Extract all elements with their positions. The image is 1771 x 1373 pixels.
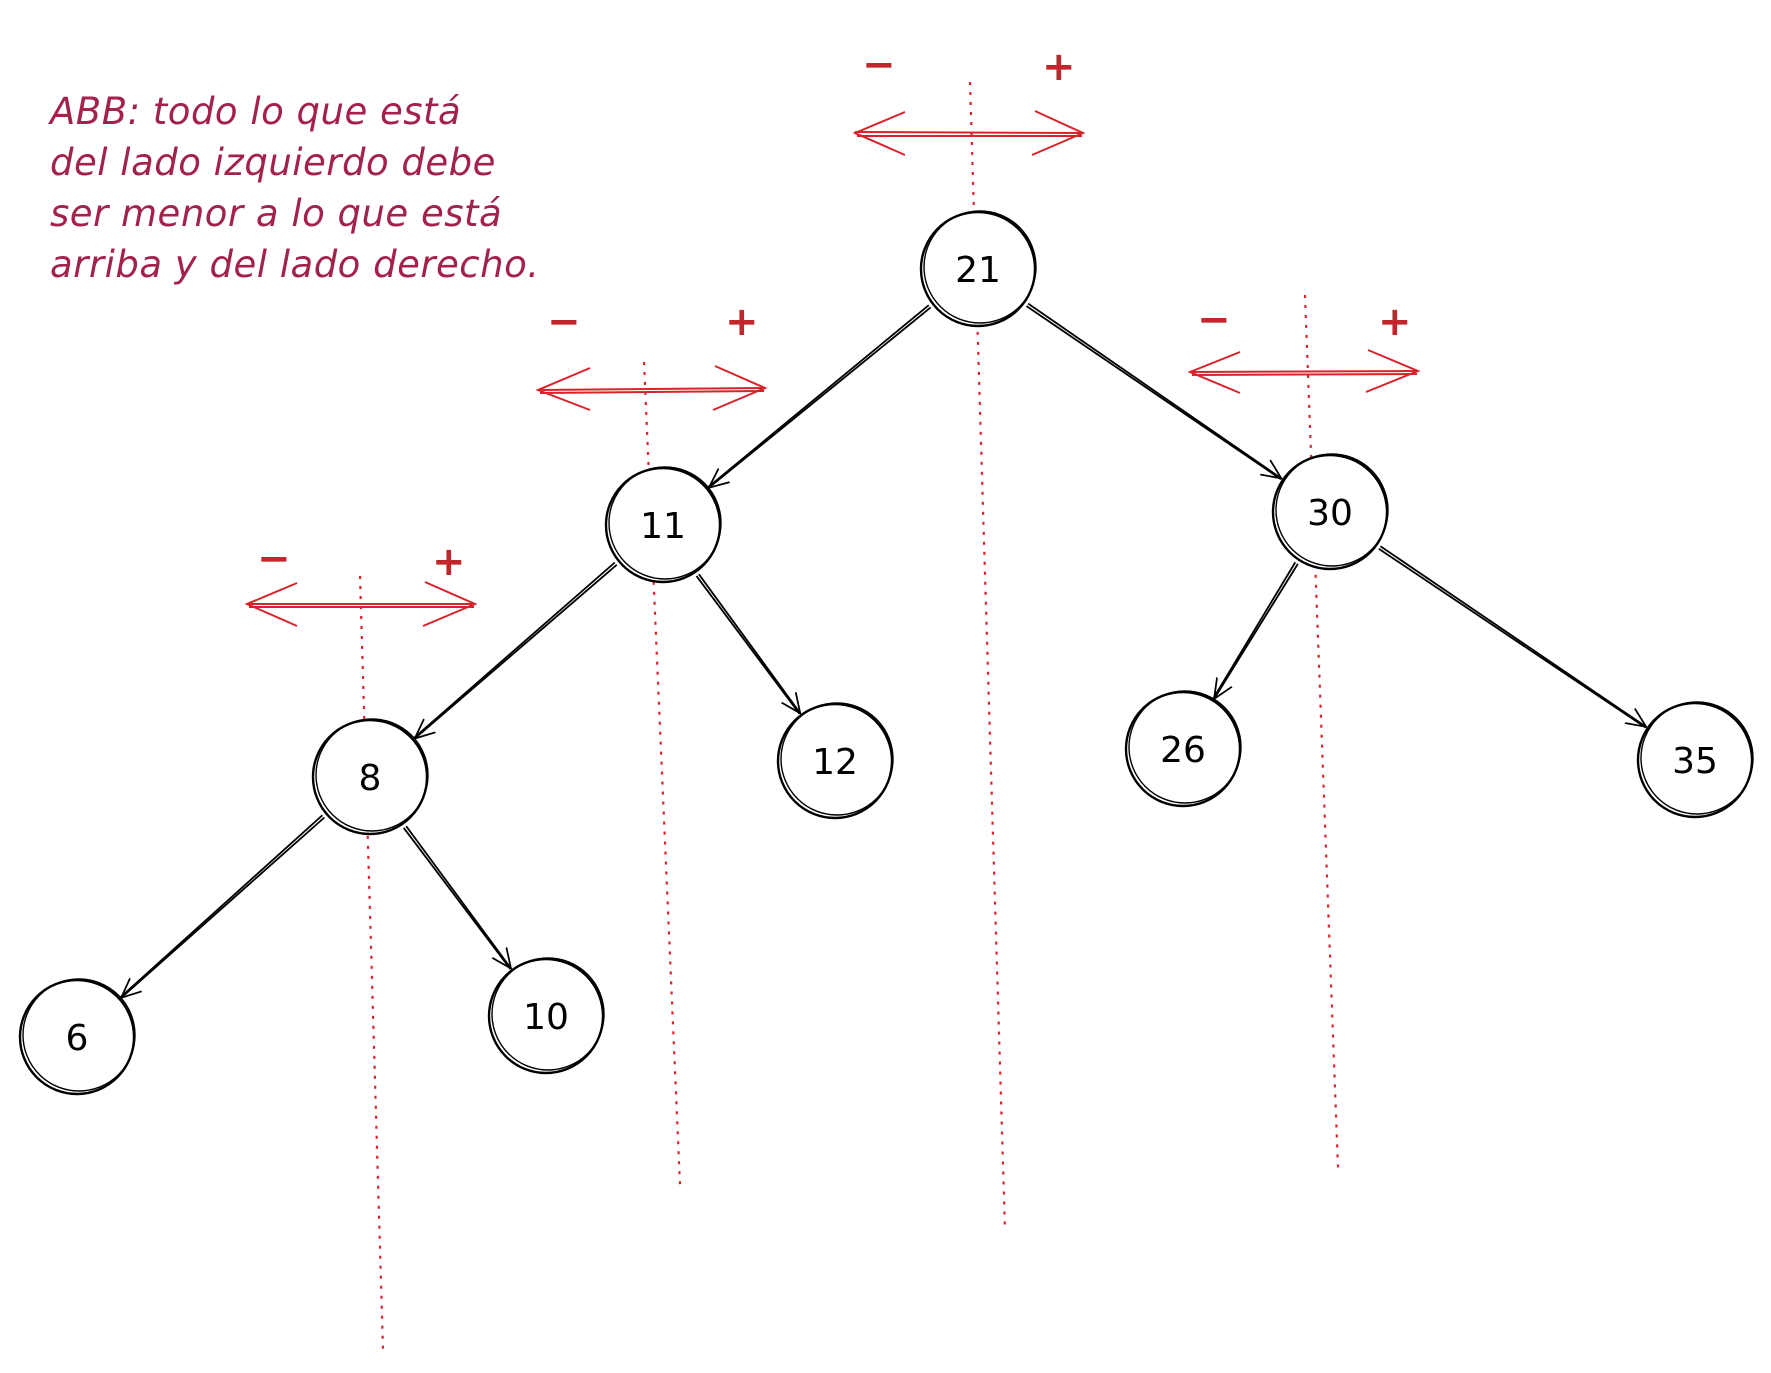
note-line-3: ser menor a lo que está [50, 192, 503, 235]
node-circle-30-outline [1275, 453, 1389, 567]
node-label-12: 12 [812, 742, 858, 783]
guide-line-8 [358, 575, 385, 1351]
node-circle-30 [1271, 453, 1389, 571]
node-label-6: 6 [66, 1018, 89, 1059]
edge-n30-n26 [1214, 563, 1299, 699]
sign-markers: − + − + − + − + [257, 42, 1412, 585]
edge-n21-n30-stroke2 [1025, 305, 1282, 480]
edge-n8-n6-stroke2 [119, 814, 323, 998]
range-arrow-21 [852, 110, 1086, 156]
minus-marker-30: − [1197, 297, 1231, 343]
range-arrow-8 [244, 581, 478, 627]
edge-n11-n8 [415, 564, 618, 739]
edge-n11-n12-stroke2 [695, 575, 801, 715]
node-circle-6-outline [22, 978, 136, 1092]
node-circle-11-outline [608, 466, 722, 580]
edge-n21-n30 [1027, 302, 1281, 479]
node-circle-11 [604, 466, 722, 584]
edge-n30-n26-stroke2 [1212, 561, 1297, 699]
node-circle-12-outline [780, 702, 894, 816]
range-arrow-11 [535, 365, 768, 411]
node-35: 35 [1636, 701, 1754, 819]
edge-n8-n6 [121, 816, 325, 997]
edge-n30-n35 [1379, 545, 1646, 727]
node-label-10: 10 [523, 997, 569, 1038]
minus-marker-21: − [862, 42, 896, 88]
node-21: 21 [919, 210, 1037, 328]
node-label-35: 35 [1672, 741, 1718, 782]
tree-edges [119, 302, 1647, 998]
node-label-30: 30 [1307, 493, 1353, 534]
minus-marker-11: − [547, 299, 581, 345]
node-circle-35 [1636, 701, 1754, 819]
node-11: 11 [604, 466, 722, 584]
tree-nodes: 21 11 30 8 12 26 35 6 10 [18, 210, 1754, 1096]
node-8: 8 [311, 718, 429, 836]
guide-line-30 [1303, 294, 1340, 1169]
bst-rule-note: ABB: todo lo que está del lado izquierdo… [50, 86, 610, 290]
node-26: 26 [1124, 690, 1242, 808]
node-circle-26 [1124, 690, 1242, 808]
plus-marker-8: + [432, 539, 466, 585]
minus-marker-8: − [257, 536, 291, 582]
edge-n11-n8-stroke2 [413, 561, 616, 739]
plus-marker-30: + [1378, 299, 1412, 345]
note-line-4: arriba y del lado derecho. [50, 243, 540, 286]
node-circle-12 [776, 702, 894, 820]
node-circle-21 [919, 210, 1037, 328]
node-circle-10-outline [491, 957, 605, 1071]
note-line-2: del lado izquierdo debe [50, 141, 496, 184]
node-label-26: 26 [1160, 730, 1206, 771]
edge-n8-n10-stroke2 [403, 827, 512, 970]
node-label-11: 11 [640, 506, 686, 547]
range-arrows [244, 110, 1421, 627]
guide-line-11 [642, 361, 682, 1186]
edge-n21-n11 [709, 306, 932, 487]
edge-n11-n12 [698, 573, 800, 713]
node-30: 30 [1271, 453, 1389, 571]
node-12: 12 [776, 702, 894, 820]
plus-marker-11: + [725, 299, 759, 345]
plus-marker-21: + [1042, 44, 1076, 90]
node-circle-35-outline [1640, 701, 1754, 815]
edge-n30-n35-stroke2 [1378, 548, 1647, 729]
node-10: 10 [487, 957, 605, 1075]
node-circle-8 [311, 718, 429, 836]
node-label-8: 8 [359, 758, 382, 799]
node-circle-10 [487, 957, 605, 1075]
edge-n8-n10 [405, 825, 511, 968]
node-circle-6 [18, 978, 136, 1096]
note-line-1: ABB: todo lo que está [50, 90, 462, 133]
node-circle-21-outline [923, 210, 1037, 324]
node-circle-8-outline [315, 718, 429, 832]
range-arrow-30 [1187, 349, 1421, 394]
edge-n21-n11-stroke2 [707, 304, 930, 488]
node-6: 6 [18, 978, 136, 1096]
node-circle-26-outline [1128, 690, 1242, 804]
node-label-21: 21 [955, 250, 1001, 291]
